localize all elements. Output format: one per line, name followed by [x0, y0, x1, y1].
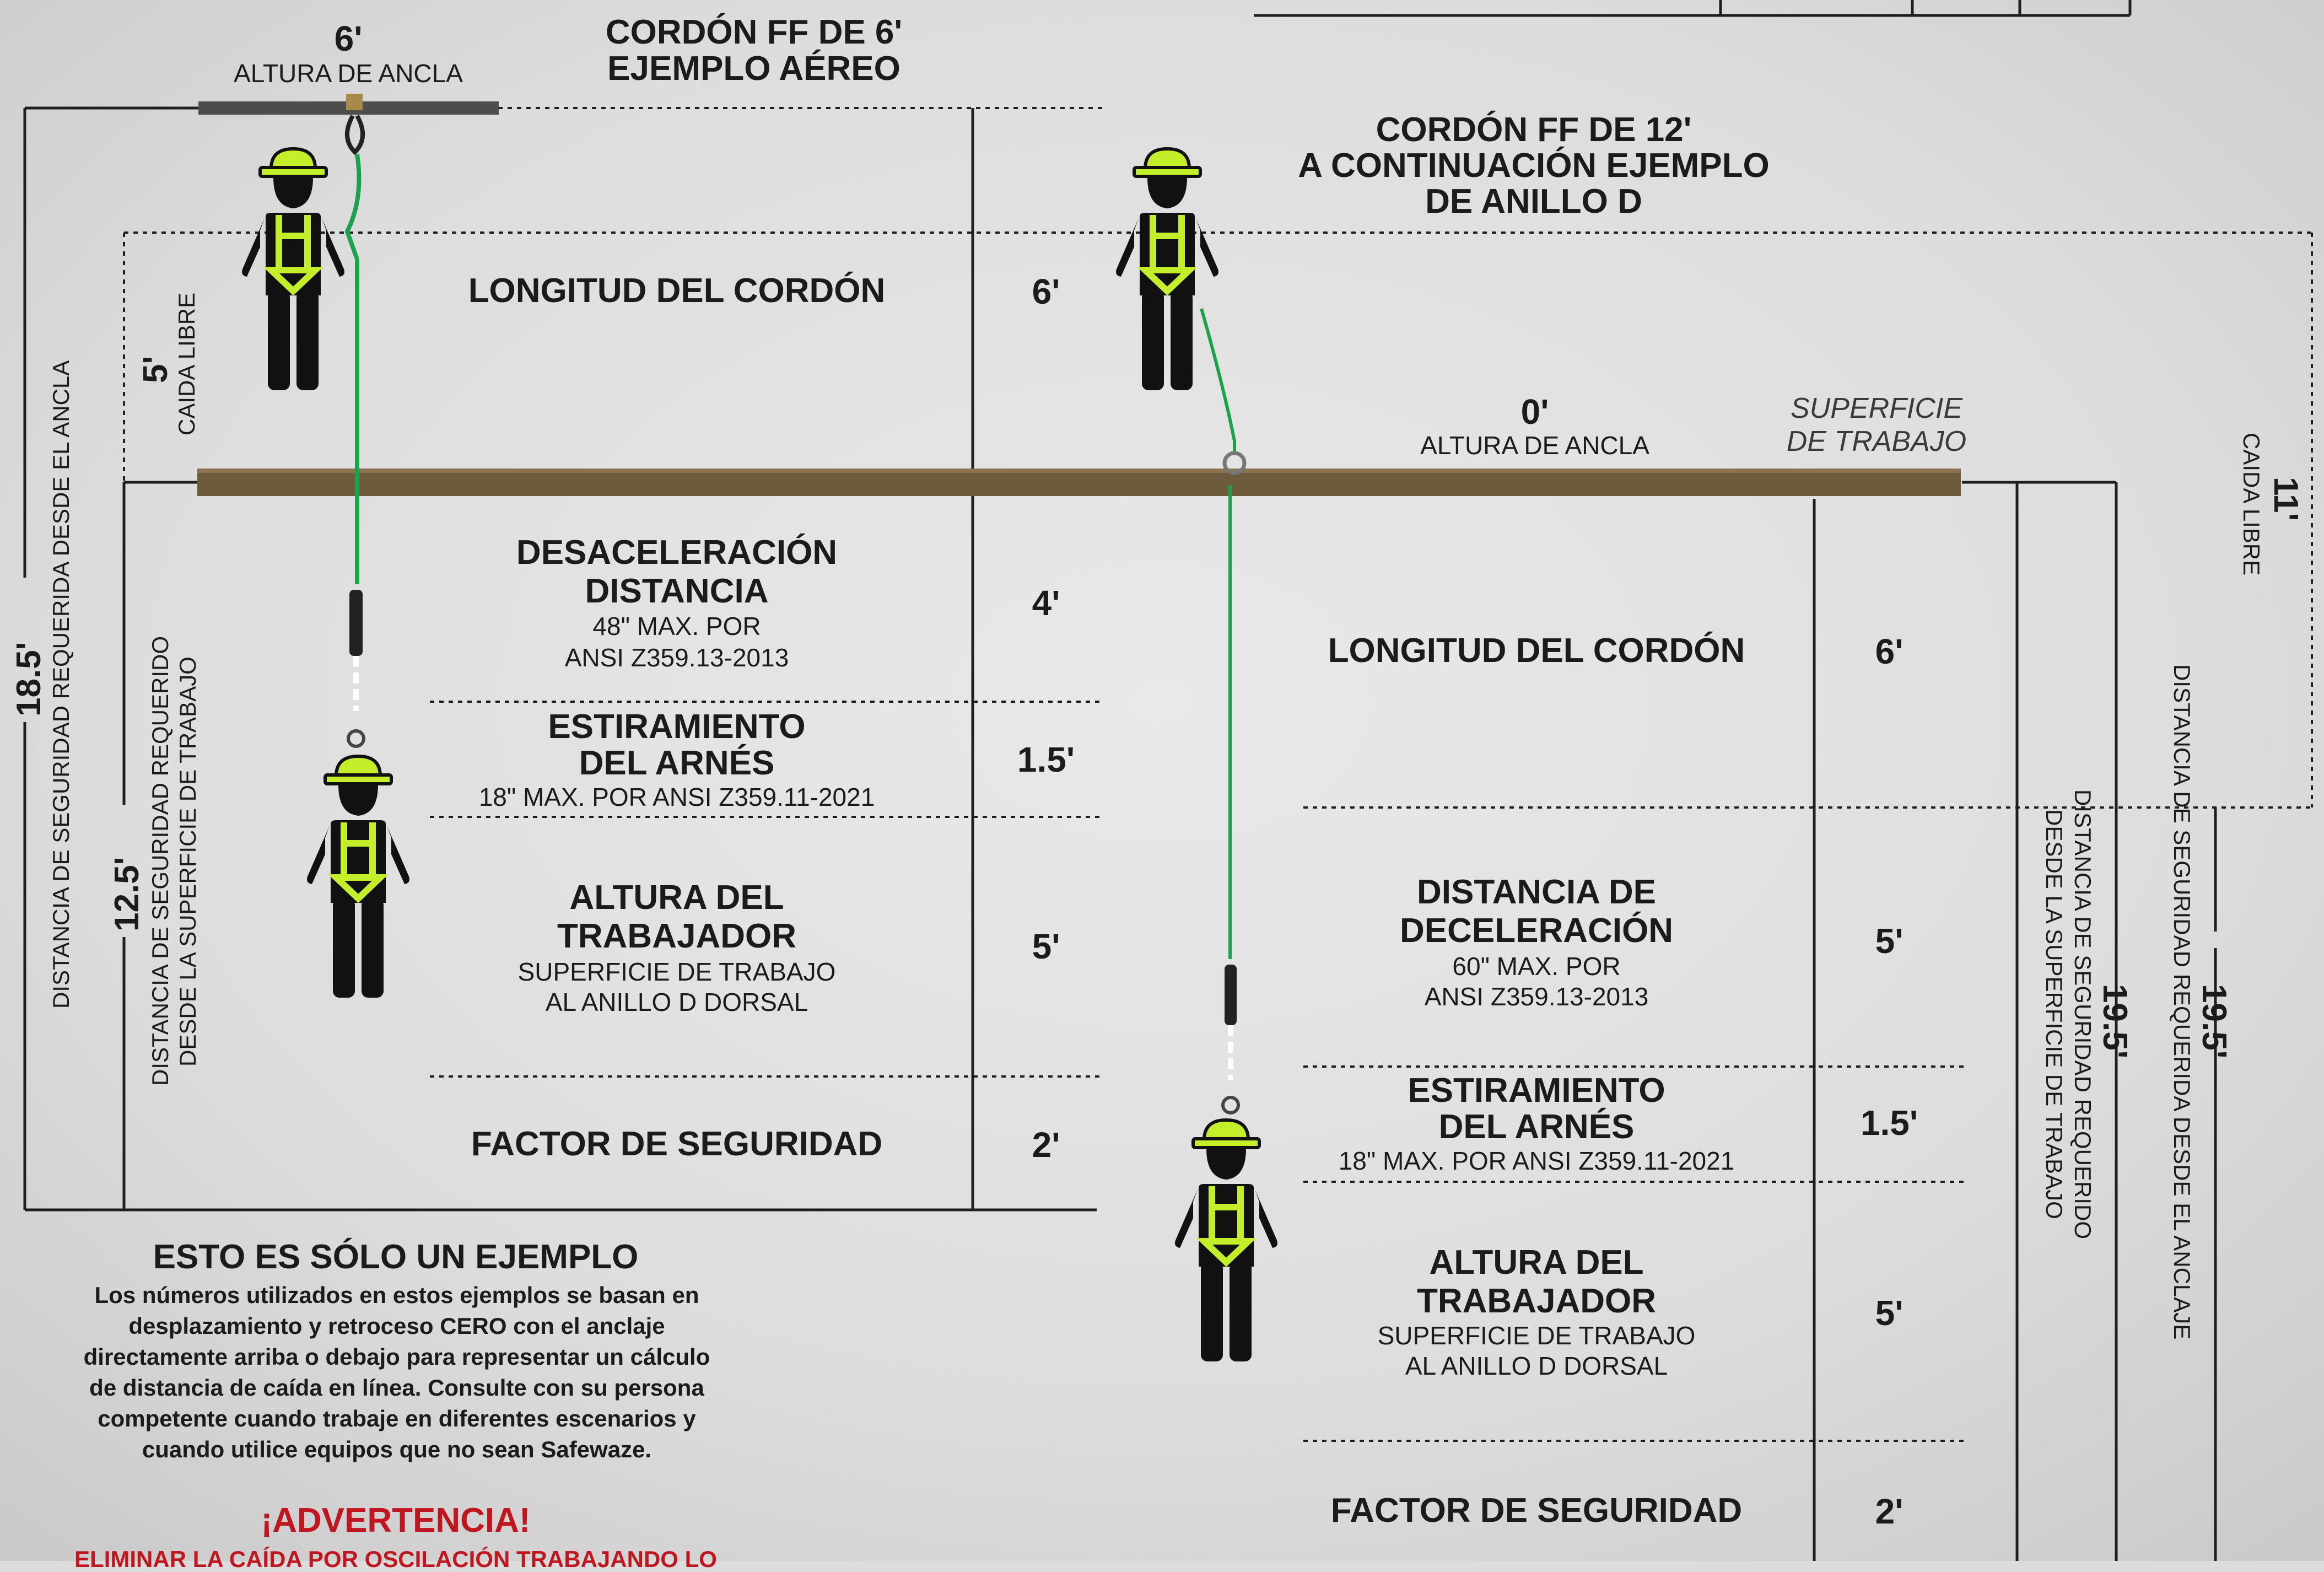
right-work-label-1: DISTANCIA DE SEGURIDAD REQUERIDO: [2070, 789, 2096, 1240]
right-row-lanyard-value: 6': [1875, 632, 1904, 671]
right-free-fall-label: CAIDA LIBRE: [2239, 433, 2264, 576]
right-row-decel-title2: DECELERACIÓN: [1399, 912, 1674, 950]
note-title: ESTO ES SÓLO UN EJEMPLO: [153, 1238, 639, 1276]
right-row-decel-note1: 60" MAX. POR: [1452, 952, 1621, 981]
note-line: directamente arriba o debajo para repres…: [83, 1344, 710, 1370]
note-paragraph: Los números utilizados en estos ejemplos…: [52, 1280, 741, 1465]
warning-text: ELIMINAR LA CAÍDA POR OSCILACIÓN TRABAJA…: [74, 1546, 717, 1572]
left-row-height-title1: ALTURA DEL: [569, 879, 784, 917]
right-row-height-note2: AL ANILLO D DORSAL: [1405, 1352, 1668, 1380]
right-anchor-height-value: 0': [1520, 392, 1549, 432]
right-total-label: DISTANCIA DE SEGURIDAD REQUERIDA DESDE E…: [2169, 664, 2195, 1340]
right-work-value: 19.5': [2096, 984, 2134, 1059]
right-total-value: 19.5': [2195, 984, 2233, 1059]
right-row-height-value: 5': [1875, 1293, 1904, 1333]
left-total-value: 18.5': [10, 642, 48, 717]
right-title-line3: DE ANILLO D: [1425, 182, 1642, 220]
left-row-height-note1: SUPERFICIE DE TRABAJO: [517, 957, 836, 986]
note-line: cuando utilice equipos que no sean Safew…: [142, 1436, 652, 1462]
right-row-stretch-note1: 18" MAX. POR ANSI Z359.11-2021: [1338, 1146, 1735, 1175]
left-row-height-value: 5': [1032, 927, 1060, 966]
note-line: de distancia de caída en línea. Consulte…: [89, 1375, 704, 1401]
right-surface-label-1: SUPERFICIE: [1790, 392, 1963, 424]
note-line: competente cuando trabaje en diferentes …: [98, 1406, 696, 1431]
left-row-decel-note2: ANSI Z359.13-2013: [564, 643, 789, 672]
right-anchor-height-label: ALTURA DE ANCLA: [1420, 431, 1649, 460]
left-row-safety-title: FACTOR DE SEGURIDAD: [471, 1125, 883, 1163]
left-row-stretch-note1: 18" MAX. POR ANSI Z359.11-2021: [478, 783, 875, 811]
working-surface-beam: [197, 469, 1961, 496]
right-row-decel-value: 5': [1875, 921, 1904, 961]
right-row-height-note1: SUPERFICIE DE TRABAJO: [1377, 1321, 1696, 1350]
right-row-decel-note2: ANSI Z359.13-2013: [1424, 982, 1649, 1011]
warning-title: ¡ADVERTENCIA!: [261, 1501, 531, 1539]
left-row-decel-value: 4': [1032, 583, 1060, 623]
left-work-value: 12.5': [108, 857, 146, 932]
left-row-stretch-title2: DEL ARNÉS: [579, 744, 775, 782]
left-free-fall-label: CAIDA LIBRE: [174, 292, 199, 435]
right-row-decel-title1: DISTANCIA DE: [1417, 873, 1656, 911]
right-free-fall-value: 11': [2267, 477, 2305, 521]
right-work-label-2: DESDE LA SUPERFICIE DE TRABAJO: [2041, 809, 2067, 1219]
left-work-label-1: DISTANCIA DE SEGURIDAD REQUERIDO: [147, 636, 173, 1086]
left-work-label-2: DESDE LA SUPERFICIE DE TRABAJO: [175, 656, 201, 1067]
right-row-height-title2: TRABAJADOR: [1417, 1282, 1656, 1320]
note-line: Los números utilizados en estos ejemplos…: [94, 1282, 699, 1308]
left-row-height-title2: TRABAJADOR: [557, 917, 796, 955]
left-row-stretch-title1: ESTIRAMIENTO: [548, 708, 806, 746]
right-row-stretch-title2: DEL ARNÉS: [1438, 1108, 1635, 1146]
left-total-label: DISTANCIA DE SEGURIDAD REQUERIDA DESDE E…: [48, 360, 74, 1009]
left-row-stretch-value: 1.5': [1017, 740, 1075, 779]
right-row-stretch-value: 1.5': [1860, 1103, 1918, 1143]
right-row-safety-title: FACTOR DE SEGURIDAD: [1330, 1492, 1743, 1530]
left-anchor-height-label: ALTURA DE ANCLA: [234, 59, 463, 88]
right-row-lanyard-title: LONGITUD DEL CORDÓN: [1328, 632, 1745, 670]
right-row-safety-value: 2': [1875, 1492, 1904, 1531]
left-anchor-height-value: 6': [334, 19, 363, 58]
left-row-height-note2: AL ANILLO D DORSAL: [545, 988, 808, 1016]
left-row-lanyard-value: 6': [1032, 272, 1060, 311]
right-title-line2: A CONTINUACIÓN EJEMPLO: [1298, 147, 1770, 185]
left-row-lanyard-title: LONGITUD DEL CORDÓN: [468, 272, 886, 310]
right-row-height-title1: ALTURA DEL: [1429, 1243, 1644, 1282]
right-row-stretch-title1: ESTIRAMIENTO: [1408, 1072, 1665, 1110]
right-surface-label-2: DE TRABAJO: [1786, 426, 1967, 457]
left-row-decel-title2: DISTANCIA: [585, 572, 769, 610]
left-title-line1: CORDÓN FF DE 6': [605, 13, 903, 51]
left-row-decel-title1: DESACELERACIÓN: [516, 534, 838, 572]
left-row-decel-note1: 48" MAX. POR: [592, 612, 761, 640]
right-title-line1: CORDÓN FF DE 12': [1376, 111, 1692, 149]
left-title-line2: EJEMPLO AÉREO: [607, 50, 901, 88]
note-line: desplazamiento y retroceso CERO con el a…: [128, 1313, 665, 1339]
left-row-safety-value: 2': [1032, 1125, 1060, 1165]
left-free-fall-value: 5': [137, 356, 175, 383]
